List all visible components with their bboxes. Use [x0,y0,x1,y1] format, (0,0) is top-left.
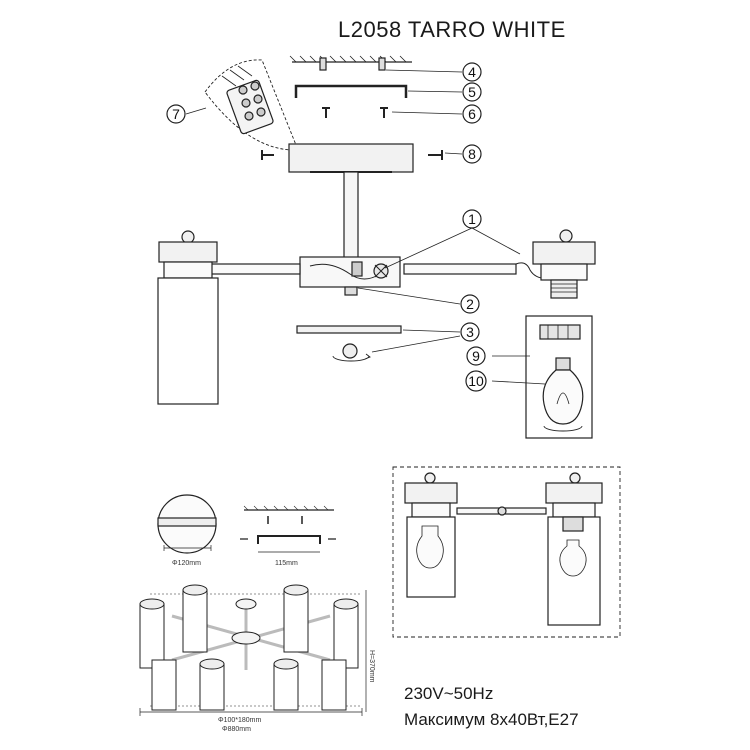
left-lamp [157,230,219,405]
arm-left [209,263,301,275]
callout-5 [462,82,482,102]
bulb-install-box [525,315,593,439]
callout-2 [460,294,480,314]
svg-text:10: 10 [468,373,484,389]
callout-leaders [185,69,546,385]
screw-icon [322,107,388,118]
canopy [288,143,414,173]
down-rod [343,171,359,259]
svg-text:8: 8 [468,146,476,162]
svg-text:7: 7 [172,106,180,122]
finial-nut [332,343,371,362]
svg-text:5: 5 [468,84,476,100]
svg-text:2: 2 [466,296,474,312]
svg-text:H=370mm: H=370mm [368,650,375,683]
callout-3 [460,322,480,342]
ceiling-hatch [289,55,412,63]
svg-text:9: 9 [472,348,480,364]
svg-text:Φ120mm: Φ120mm [172,560,201,567]
canopy-dimension-sketch: Φ120mm [157,494,217,567]
callout-markers: 4 5 6 7 8 1 2 3 9 10 [166,62,487,392]
svg-text:115mm: 115mm [275,560,298,567]
svg-text:Φ880mm: Φ880mm [222,726,251,733]
product-title: L2058 TARRO WHITE [338,17,566,42]
wire-connector [351,261,389,279]
callout-8 [462,144,482,164]
wall-anchor-icon [319,57,386,71]
bracket-dimension-sketch: 115mm [240,505,336,567]
callout-4 [462,62,482,82]
chandelier-overview: H=370mm Φ100*180mm Φ880mm [139,584,375,733]
arm-right [403,263,517,275]
right-lamp-head [532,229,596,299]
callout-7 [166,104,186,124]
svg-text:1: 1 [468,211,476,227]
decorative-ring [296,325,402,334]
max-power-spec: Максимум 8x40Вт,E27 [404,710,579,729]
screw-icon [261,150,443,160]
svg-text:Φ100*180mm: Φ100*180mm [218,717,261,724]
callout-9 [466,346,486,366]
svg-text:6: 6 [468,106,476,122]
svg-text:4: 4 [468,64,476,80]
voltage-spec: 230V~50Hz [404,684,494,703]
bulb-icon [542,369,584,425]
callout-1 [462,209,482,229]
callout-6 [462,104,482,124]
terminal-block-detail [204,59,299,151]
callout-10 [465,370,487,392]
svg-text:3: 3 [466,324,474,340]
mounting-bracket [294,84,408,98]
side-view-frame [392,466,621,638]
